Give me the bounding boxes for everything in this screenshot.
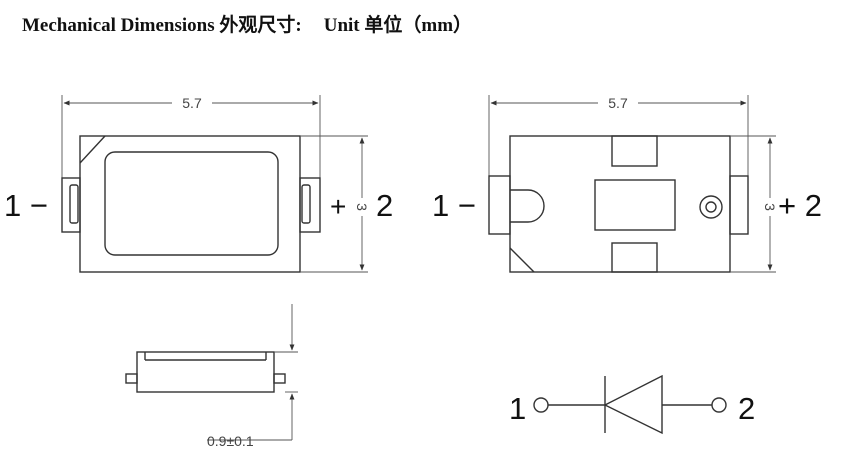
bottom-view: 5.7 3 1 − + 2 [432, 94, 822, 273]
bottom-view-cathode-chamfer [509, 247, 535, 273]
top-view-lens [104, 151, 279, 256]
top-view-cathode-chamfer [79, 135, 106, 164]
bottom-view-top-pad [611, 135, 658, 167]
top-view-right-lead-inner [301, 184, 311, 224]
side-view-height-label: 0.9±0.1 [207, 433, 254, 449]
bottom-view-via-ring [699, 195, 723, 219]
side-view-right-lead [273, 373, 286, 384]
bottom-view-width-label: 3 [762, 203, 778, 211]
top-view-left-lead-inner [69, 184, 79, 224]
bottom-view-via-hole [705, 201, 717, 213]
bottom-view-body [509, 135, 731, 273]
title-text: Mechanical Dimensions 外观尺寸: [22, 15, 302, 36]
bottom-view-right-lead [729, 175, 749, 235]
bottom-view-polarity-tab [510, 189, 545, 223]
schematic-pin2-terminal [711, 397, 727, 413]
top-view-pin1-label: 1 − [4, 188, 48, 223]
top-view-left-lead [61, 177, 81, 233]
top-view-right-lead [299, 177, 321, 233]
bottom-view-length-label-bg [598, 94, 638, 110]
diode-schematic: 1 2 [509, 374, 755, 435]
top-view-length-label: 5.7 [182, 95, 202, 111]
top-view-pin2-plus: + [330, 191, 346, 222]
diode-triangle [603, 374, 663, 435]
top-view-pin2-label: 2 [376, 188, 393, 223]
drawing-title: Mechanical Dimensions 外观尺寸: Unit 单位（mm） [22, 10, 472, 37]
bottom-view-width-label-bg [763, 198, 777, 216]
bottom-view-pin2-label: + 2 [778, 188, 822, 223]
bottom-view-left-lead [488, 175, 511, 235]
top-view-width-label-bg [355, 198, 369, 216]
side-view-body [136, 351, 275, 393]
side-view: 0.9±0.1 [125, 304, 298, 449]
bottom-view-pin1-label: 1 − [432, 188, 476, 223]
top-view: 5.7 3 1 − + 2 [4, 94, 393, 273]
side-view-left-lead [125, 373, 138, 384]
schematic-pin2-label: 2 [738, 391, 755, 426]
top-view-width-label: 3 [354, 203, 370, 211]
schematic-pin1-terminal [533, 397, 549, 413]
top-view-length-label-bg [172, 94, 212, 110]
top-view-body [79, 135, 301, 273]
bottom-view-length-label: 5.7 [608, 95, 628, 111]
unit-text: Unit 单位（mm） [323, 15, 473, 36]
schematic-pin1-label: 1 [509, 391, 526, 426]
bottom-view-bottom-pad [611, 242, 658, 273]
bottom-view-center-pad [594, 179, 676, 231]
